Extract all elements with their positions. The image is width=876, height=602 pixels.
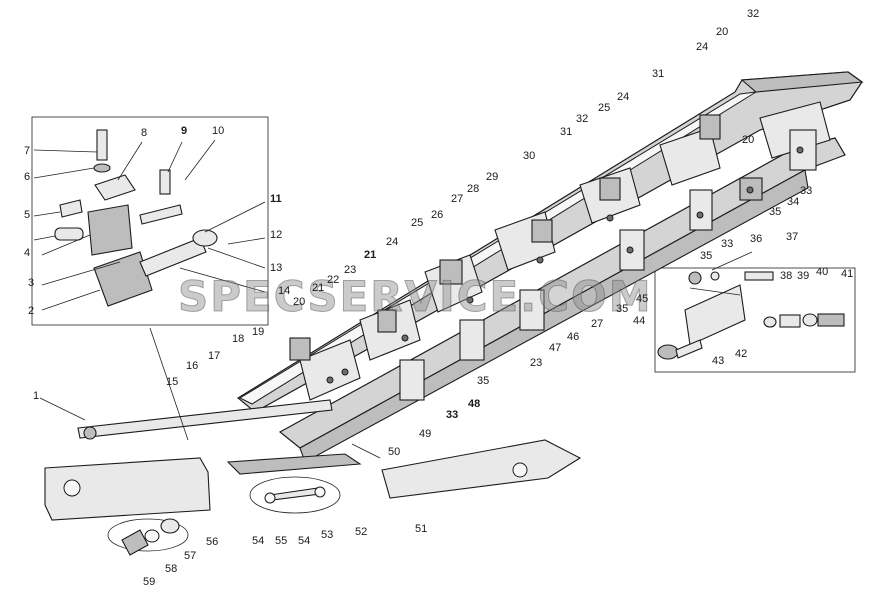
front-bumper-rod	[77, 399, 333, 440]
frame-brackets	[289, 114, 817, 401]
callout-label: 20	[293, 296, 306, 308]
callout-label: 18	[232, 333, 245, 345]
callout-label: 33	[800, 185, 813, 197]
callout-label: 9	[181, 125, 188, 137]
callout-label: 11	[270, 193, 282, 205]
callout-label: 28	[467, 183, 480, 195]
callout-label: 19	[252, 326, 265, 338]
callout-label: 57	[184, 550, 197, 562]
callout-label: 5	[24, 209, 31, 221]
callout-label: 24	[696, 41, 709, 53]
callout-label: 51	[415, 523, 428, 535]
callout-label: 58	[165, 563, 178, 575]
callout-label: 31	[560, 126, 573, 138]
callout-label: 35	[769, 206, 782, 218]
callout-label: 6	[24, 171, 31, 183]
callout-label: 32	[576, 113, 589, 125]
callout-label: 39	[797, 270, 810, 282]
callout-label: 22	[327, 274, 340, 286]
callout-label: 31	[652, 68, 665, 80]
callout-label: 55	[275, 535, 288, 547]
callout-label: 59	[143, 576, 156, 588]
callout-label: 54	[252, 535, 265, 547]
callout-label: 40	[816, 266, 829, 278]
callout-label: 36	[750, 233, 763, 245]
watermark: SPECSERVICE.COM	[178, 272, 653, 322]
leader-lines	[33, 139, 753, 459]
callout-label: 56	[206, 536, 219, 548]
callout-label: 27	[451, 193, 464, 205]
callout-label: 42	[735, 348, 748, 360]
callout-label: 33	[721, 238, 734, 250]
callout-label: 35	[700, 250, 713, 262]
callout-label: 25	[598, 102, 611, 114]
callout-label: 35	[616, 303, 629, 315]
cross-members	[299, 101, 831, 401]
callout-label: 47	[549, 342, 562, 354]
shackle-assembly	[657, 271, 845, 360]
callout-label: 21	[312, 282, 325, 294]
callout-label: 27	[591, 318, 604, 330]
callout-label: 20	[716, 26, 729, 38]
callout-label: 20	[742, 134, 755, 146]
callout-label: 23	[530, 357, 543, 369]
callout-label: 44	[633, 315, 646, 327]
callout-label: 16	[186, 360, 199, 372]
callout-label: 53	[321, 529, 334, 541]
callout-label: 2	[28, 305, 35, 317]
callout-label: 37	[786, 231, 799, 243]
callout-label: 46	[567, 331, 580, 343]
callout-label: 35	[477, 375, 490, 387]
callout-label: 48	[468, 398, 481, 410]
callout-label: 50	[388, 446, 401, 458]
callout-label: 54	[298, 535, 311, 547]
callout-label: 23	[344, 264, 357, 276]
callout-label: 32	[747, 8, 760, 20]
callout-label: 4	[24, 247, 31, 259]
callout-label: 45	[636, 293, 649, 305]
callout-label: 7	[24, 145, 31, 157]
callout-label: 24	[617, 91, 630, 103]
callout-label: 1	[33, 390, 40, 402]
callout-label: 30	[523, 150, 536, 162]
tow-hook-assembly	[54, 129, 218, 307]
callout-label: 24	[386, 236, 399, 248]
callout-label: 43	[712, 355, 725, 367]
callout-label: 25	[411, 217, 424, 229]
callout-label: 10	[212, 125, 225, 137]
callout-label: 52	[355, 526, 368, 538]
callout-label: 21	[364, 249, 377, 261]
callout-label: 17	[208, 350, 221, 362]
callout-label: 41	[841, 268, 854, 280]
callout-label: 49	[419, 428, 432, 440]
callout-label: 3	[28, 277, 35, 289]
inset-box-tow-hook	[31, 116, 269, 326]
callout-label: 8	[141, 127, 148, 139]
loose-parts	[44, 439, 582, 556]
callout-label: 38	[780, 270, 793, 282]
callout-label: 29	[486, 171, 499, 183]
callout-label: 15	[166, 376, 179, 388]
inset-box-shackle	[654, 267, 856, 373]
callout-label: 13	[270, 262, 283, 274]
callout-label: 33	[446, 409, 459, 421]
callout-label: 14	[278, 285, 291, 297]
callout-label: 26	[431, 209, 444, 221]
callout-label: 12	[270, 229, 283, 241]
frame-bolt-holes	[326, 146, 804, 384]
callout-label: 34	[787, 196, 800, 208]
